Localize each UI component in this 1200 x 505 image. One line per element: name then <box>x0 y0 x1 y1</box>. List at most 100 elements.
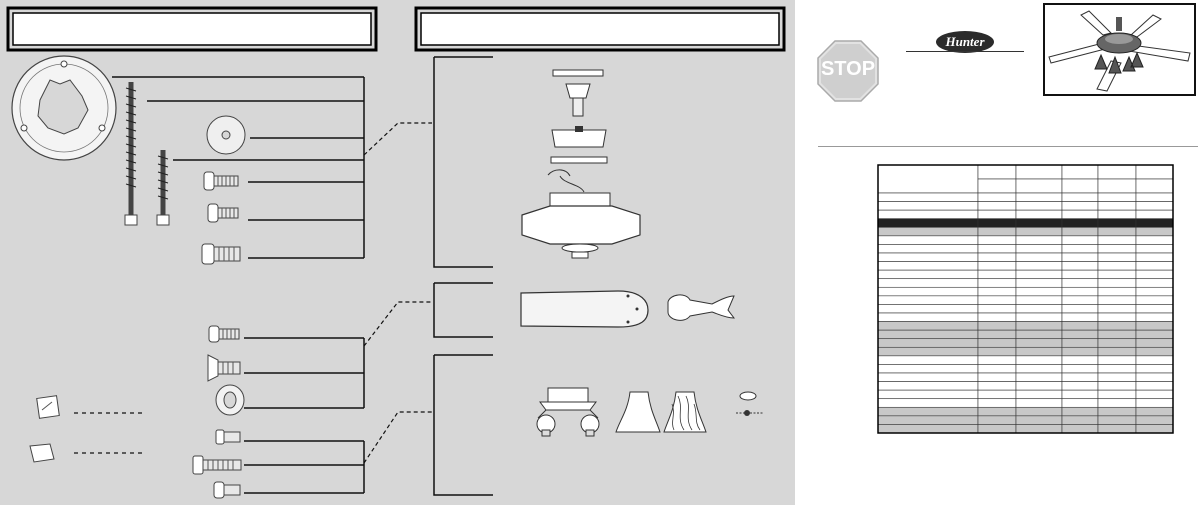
table-cell <box>1061 201 1099 211</box>
table-cell <box>1097 226 1137 237</box>
table-cell <box>1061 398 1099 408</box>
glass-shade-plain <box>615 391 661 433</box>
table-cell <box>877 304 979 314</box>
table-cell <box>977 218 1017 228</box>
table-cell <box>1015 406 1063 417</box>
table-cell <box>977 209 1017 220</box>
table-cell <box>1135 295 1174 305</box>
table-cell <box>1097 252 1137 262</box>
table-header-cell <box>1135 178 1174 194</box>
table-cell <box>1015 372 1063 382</box>
table-cell <box>1061 269 1099 280</box>
table-outline <box>877 164 1174 434</box>
table-cell <box>977 355 1017 365</box>
table-cell <box>1015 389 1063 400</box>
table-cell <box>1061 372 1099 382</box>
glass-shade-swirl <box>663 391 707 433</box>
table-cell <box>877 218 979 228</box>
table-cell <box>1015 261 1063 271</box>
table-cell <box>1015 381 1063 391</box>
table-cell <box>977 398 1017 408</box>
table-cell <box>1097 278 1137 288</box>
table-cell <box>877 192 979 202</box>
table-cell <box>1015 295 1063 305</box>
table-cell <box>877 329 979 340</box>
table-header-cell <box>1061 178 1099 194</box>
table-cell <box>1097 424 1137 434</box>
table-cell <box>977 201 1017 211</box>
table-cell <box>877 209 979 220</box>
table-cell <box>977 406 1017 417</box>
table-cell <box>1061 218 1099 228</box>
table-cell <box>977 235 1017 245</box>
table-cell <box>1061 244 1099 254</box>
table-cell <box>1061 329 1099 340</box>
table-cell <box>1015 269 1063 280</box>
washer <box>206 115 246 155</box>
table-cell <box>977 312 1017 322</box>
parts-panel <box>0 0 795 505</box>
motor-housing <box>521 169 641 259</box>
table-cell <box>1097 218 1137 228</box>
brand-logo: Hunter <box>936 31 994 53</box>
table-cell <box>1135 261 1174 271</box>
table-cell <box>877 415 979 425</box>
light-fixture <box>536 387 600 437</box>
light-kit-screw-2 <box>192 455 242 475</box>
table-cell <box>1135 398 1174 408</box>
table-cell <box>1061 389 1099 400</box>
table-cell <box>877 261 979 271</box>
bracket-group-2 <box>433 282 493 338</box>
table-cell <box>1015 278 1063 288</box>
canopy <box>551 126 607 148</box>
table-cell <box>1097 312 1137 322</box>
table-cell <box>977 278 1017 288</box>
table-cell <box>1061 355 1099 365</box>
stop-label: STOP <box>820 58 876 80</box>
table-cell <box>1097 346 1137 357</box>
table-cell <box>1097 201 1137 211</box>
table-cell <box>977 192 1017 202</box>
table-cell <box>1015 424 1063 434</box>
table-cell <box>977 295 1017 305</box>
table-cell <box>977 261 1017 271</box>
table-cell <box>1097 192 1137 202</box>
bracket-screw-1 <box>203 171 239 191</box>
table-cell <box>1015 218 1063 228</box>
table-cell <box>1135 269 1174 280</box>
table-cell <box>977 372 1017 382</box>
pull-chain <box>736 391 764 416</box>
table-cell <box>977 226 1017 237</box>
table-cell <box>977 329 1017 340</box>
table-cell <box>1135 346 1174 357</box>
table-cell <box>977 252 1017 262</box>
table-cell <box>1015 209 1063 220</box>
table-cell <box>877 381 979 391</box>
table-cell <box>1015 244 1063 254</box>
table-cell <box>1135 406 1174 417</box>
table-cell <box>1015 252 1063 262</box>
bracket-group-1 <box>433 56 493 268</box>
table-header-cell <box>877 164 979 194</box>
table-cell <box>977 321 1017 331</box>
table-cell <box>1097 398 1137 408</box>
table-cell <box>1135 355 1174 365</box>
ceiling-fan-illustration <box>1048 10 1191 92</box>
table-cell <box>1097 338 1137 348</box>
table-cell <box>1061 381 1099 391</box>
table-cell <box>977 381 1017 391</box>
table-cell <box>1135 415 1174 425</box>
table-header-cell <box>1097 178 1137 194</box>
table-cell <box>877 286 979 297</box>
table-cell <box>1135 252 1174 262</box>
table-cell <box>1097 381 1137 391</box>
table-cell <box>1135 235 1174 245</box>
table-cell <box>1097 269 1137 280</box>
fan-product-image <box>1043 3 1196 96</box>
table-cell <box>877 201 979 211</box>
table-cell <box>1135 381 1174 391</box>
table-cell <box>1135 304 1174 314</box>
hardware-header-box <box>6 6 378 52</box>
table-header-cell <box>977 178 1017 194</box>
table-cell <box>877 338 979 348</box>
